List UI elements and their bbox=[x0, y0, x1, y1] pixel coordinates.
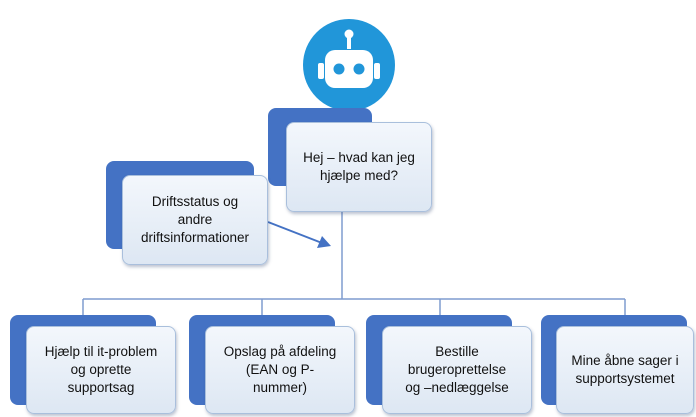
child-label-3: Bestille brugeroprettelse og –nedlæggels… bbox=[405, 344, 509, 395]
chatbot-icon bbox=[303, 19, 395, 111]
child-label-1: Hjælp til it-problem og oprette supports… bbox=[44, 344, 158, 395]
side-label: Driftsstatus og andre driftsinformatione… bbox=[140, 194, 250, 245]
side-arrow-head bbox=[317, 236, 331, 248]
child-label-2: Opslag på afdeling (EAN og P- nummer) bbox=[223, 344, 337, 395]
root-label: Hej – hvad kan jeg hjælpe med? bbox=[303, 150, 415, 183]
side-arrow-line bbox=[267, 221, 323, 244]
child-label-4: Mine åbne sager i supportsystemet bbox=[571, 353, 679, 386]
